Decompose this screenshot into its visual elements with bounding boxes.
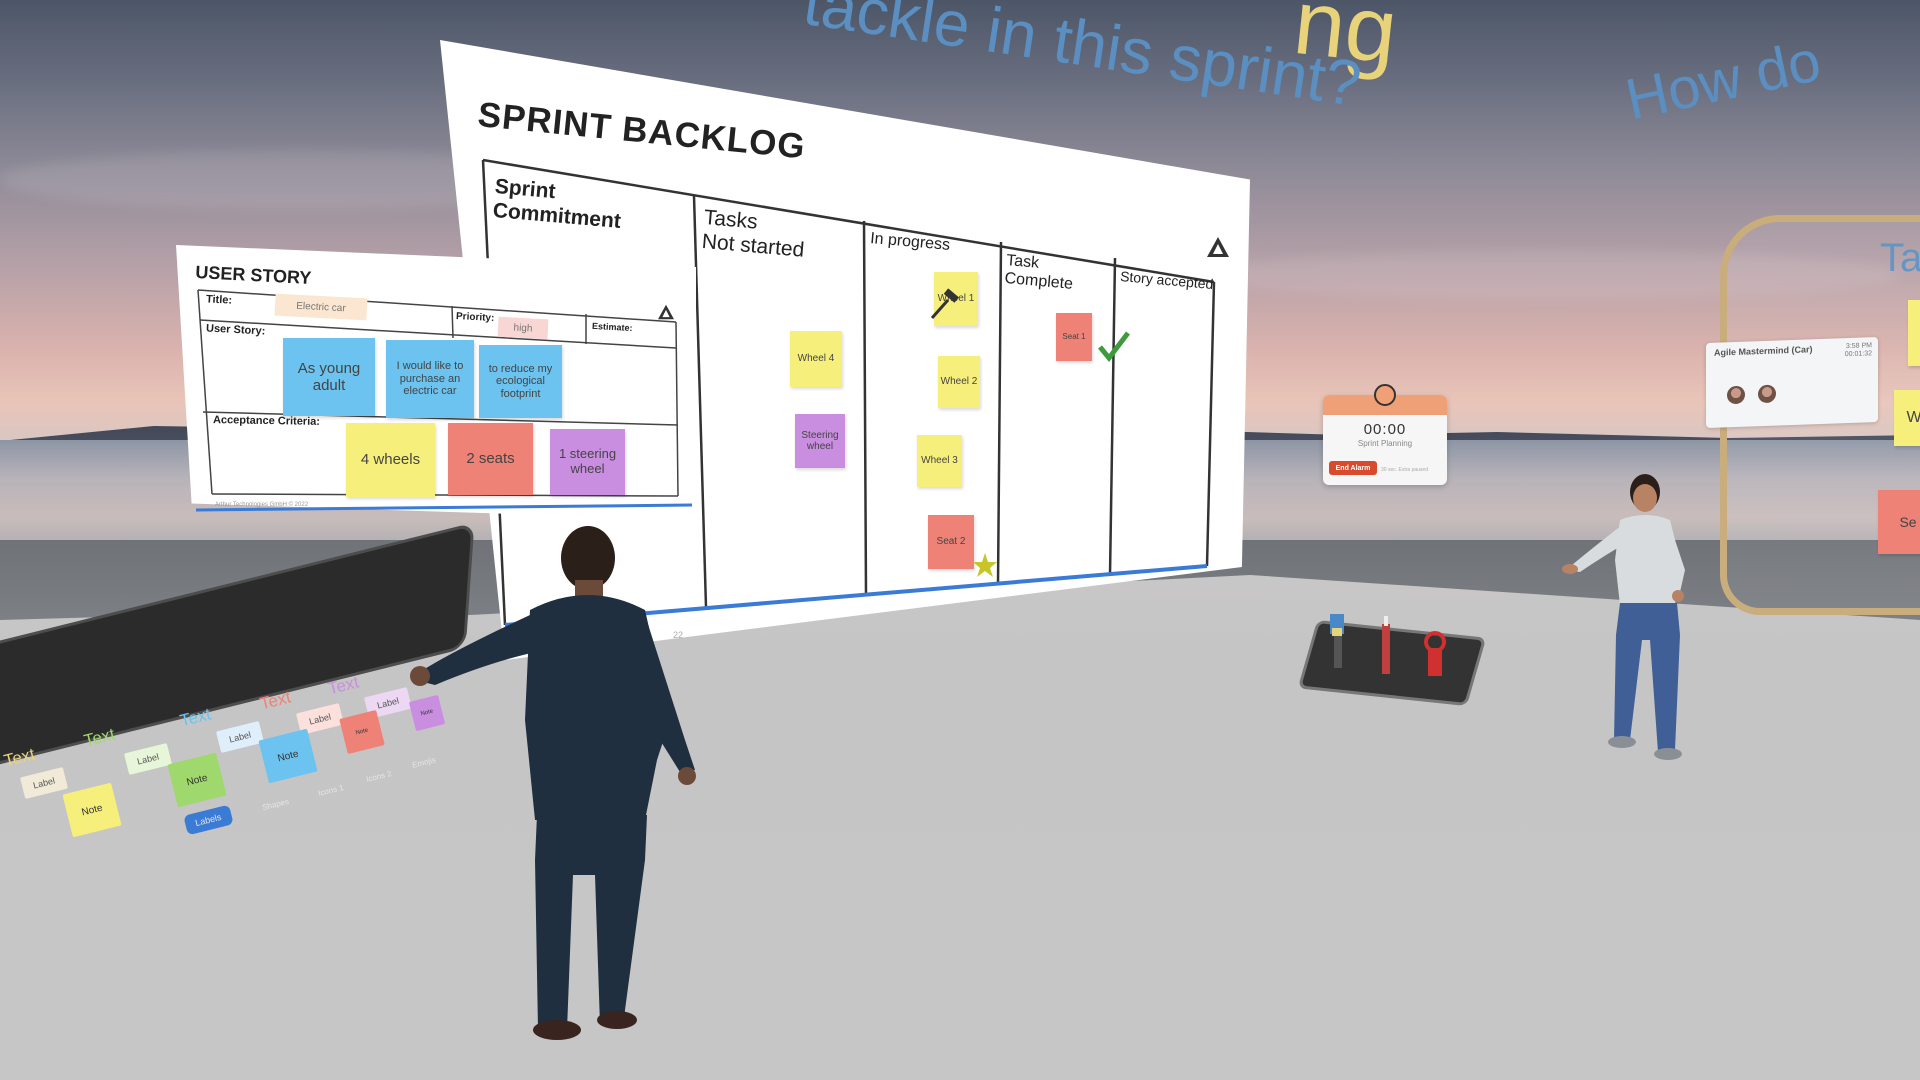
edge-sticky-note[interactable]: W	[1894, 390, 1920, 446]
criteria-note[interactable]: 1 steering wheel	[550, 429, 625, 495]
alarm-clock-icon	[1374, 384, 1396, 406]
dock-pieces	[1330, 614, 1446, 676]
sticky-note[interactable]: Seat 1	[1056, 313, 1092, 361]
panel-clock: 3:58 PM 00:01:32	[1845, 342, 1872, 360]
timer-time: 00:00	[1363, 421, 1407, 438]
story-logo-icon	[658, 304, 674, 320]
participant-avatar[interactable]	[1758, 384, 1776, 404]
estimate-label: Estimate:	[591, 320, 633, 334]
end-alarm-button[interactable]: End Alarm	[1329, 461, 1377, 475]
criteria-note[interactable]: 4 wheels	[346, 423, 435, 497]
panel-time: 3:58 PM	[1845, 342, 1872, 351]
hammer-icon	[930, 288, 959, 319]
avatar-business-suit[interactable]	[395, 520, 725, 1040]
avatar-casual[interactable]	[1530, 470, 1710, 770]
panel-title: Agile Mastermind (Car)	[1714, 344, 1813, 358]
acceptance-criteria-label: Acceptance Criteria:	[212, 414, 321, 428]
checkmark-icon	[1098, 331, 1130, 362]
timer-note: 30 sec. Extra paused	[1381, 467, 1428, 473]
sticky-note[interactable]: Wheel 4	[790, 331, 842, 387]
participant-avatar[interactable]	[1727, 385, 1745, 405]
story-title-value[interactable]: Electric car	[274, 293, 368, 321]
sticky-note[interactable]: Steering wheel	[795, 414, 845, 468]
edge-sticky-note[interactable]: Se	[1878, 490, 1920, 554]
story-title-label: Title:	[205, 293, 233, 307]
story-note[interactable]: to reduce my ecological footprint	[479, 345, 562, 418]
board-logo-icon	[1207, 237, 1229, 257]
timer-widget[interactable]: 00:00 Sprint Planning End Alarm 30 sec. …	[1323, 395, 1447, 485]
priority-value[interactable]: high	[497, 316, 549, 340]
edge-sticky-note[interactable]	[1908, 300, 1920, 366]
priority-label: Priority:	[455, 311, 495, 324]
sticky-note[interactable]: Wheel 3	[917, 435, 962, 487]
panel-elapsed: 00:01:32	[1844, 350, 1872, 359]
sticky-note[interactable]: Seat 2	[928, 515, 974, 569]
sky-text-fragment: Ta	[1880, 236, 1920, 280]
cloud	[1200, 250, 1900, 300]
story-note[interactable]: I would like to purchase an electric car	[386, 340, 474, 418]
participants-panel[interactable]: Agile Mastermind (Car) 3:58 PM 00:01:32	[1706, 336, 1878, 429]
timer-label: Sprint Planning	[1357, 439, 1413, 448]
star-icon	[973, 553, 997, 577]
sticky-note[interactable]: Wheel 2	[938, 356, 980, 408]
story-note[interactable]: As young adult	[283, 338, 375, 416]
board-footer: 22	[673, 630, 684, 640]
criteria-note[interactable]: 2 seats	[448, 423, 533, 495]
story-footer: Arthur Technologies GmbH © 2022	[215, 502, 309, 508]
